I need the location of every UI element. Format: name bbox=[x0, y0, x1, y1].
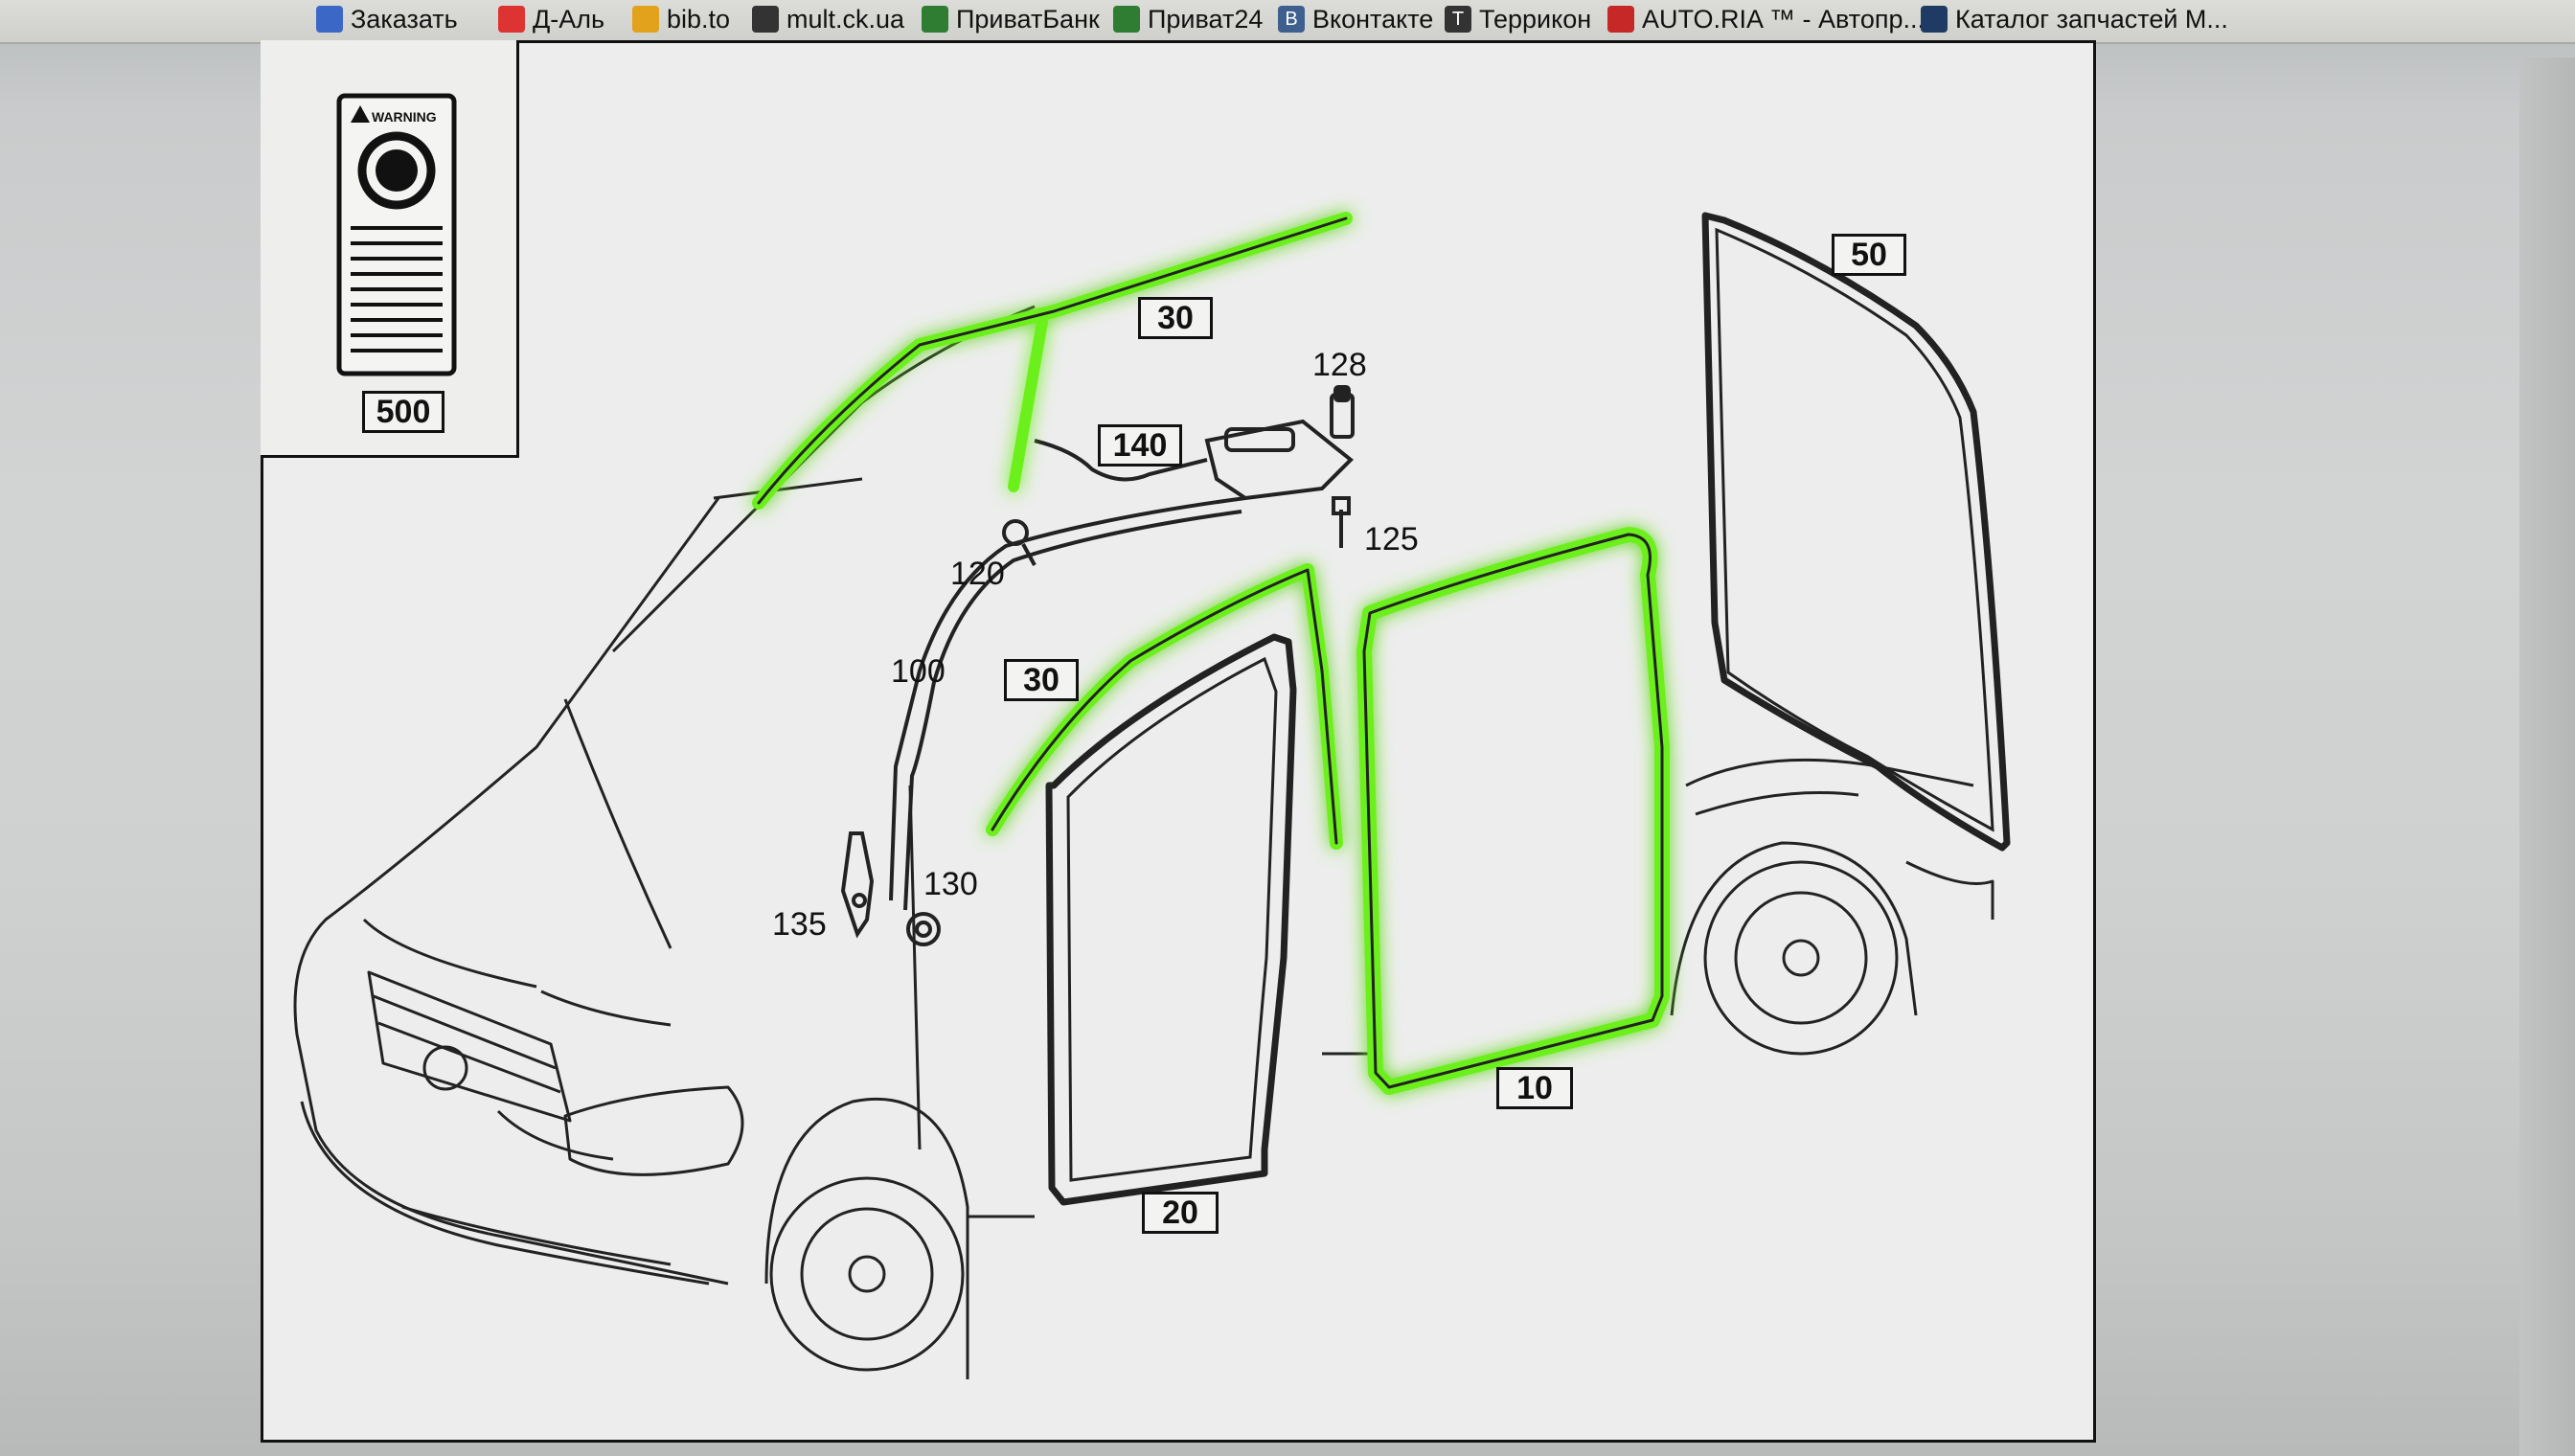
vk-icon: B bbox=[1278, 6, 1305, 33]
callout-50[interactable]: 50 bbox=[1832, 234, 1906, 276]
screen-margin bbox=[2519, 57, 2575, 1456]
terrikon-icon: T bbox=[1445, 6, 1471, 33]
bookmark-item[interactable]: mult.ck.ua bbox=[752, 0, 904, 38]
callout-label: 140 bbox=[1112, 426, 1168, 464]
callout-30-mid[interactable]: 30 bbox=[1004, 659, 1079, 701]
bookmark-icon bbox=[752, 6, 779, 33]
callout-label: 30 bbox=[1023, 661, 1060, 698]
bookmark-icon bbox=[316, 6, 343, 33]
roof-seal-30-top bbox=[752, 212, 1353, 510]
part-label-120[interactable]: 120 bbox=[950, 556, 1005, 592]
bookmark-label: Террикон bbox=[1479, 4, 1592, 34]
callout-label: 50 bbox=[1851, 236, 1887, 273]
bookmark-item[interactable]: bib.to bbox=[632, 0, 730, 38]
bookmark-label: bib.to bbox=[667, 4, 731, 34]
bookmark-label: AUTO.RIA ™ - Автопр... bbox=[1642, 4, 1926, 34]
privat24-icon bbox=[1113, 6, 1140, 33]
screw-120 bbox=[1002, 519, 1037, 566]
bookmark-label: ПриватБанк bbox=[956, 4, 1100, 34]
bookmark-label: Д-Аль bbox=[533, 4, 605, 34]
part-label-135[interactable]: 135 bbox=[772, 906, 827, 943]
sliding-door-seal-10 bbox=[1356, 527, 1670, 1095]
bookmark-item[interactable]: B Вконтакте bbox=[1278, 0, 1433, 38]
callout-20[interactable]: 20 bbox=[1142, 1192, 1219, 1234]
washer-pump-assembly bbox=[1204, 385, 1355, 548]
bookmark-item[interactable]: Д-Аль bbox=[498, 0, 604, 38]
bookmark-icon bbox=[498, 6, 525, 33]
highlighted-seals bbox=[752, 212, 1670, 1095]
bookmark-item[interactable]: AUTO.RIA ™ - Автопр... bbox=[1607, 0, 1925, 38]
tailgate-seal-50 bbox=[1701, 212, 2011, 852]
callout-label: 20 bbox=[1162, 1194, 1198, 1231]
privatbank-icon bbox=[922, 6, 948, 33]
van-outline bbox=[293, 305, 1994, 1379]
door-frame-seal-30 bbox=[986, 563, 1343, 850]
warning-sticker-icon bbox=[336, 93, 457, 376]
bookmark-item[interactable]: ПриватБанк bbox=[922, 0, 1100, 38]
callout-30-top[interactable]: 30 bbox=[1138, 297, 1213, 339]
bookmark-icon bbox=[632, 6, 659, 33]
callout-140[interactable]: 140 bbox=[1098, 424, 1182, 466]
bookmark-label: Приват24 bbox=[1148, 4, 1264, 34]
bookmarks-bar: Заказать Д-Аль bib.to mult.ck.ua ПриватБ… bbox=[0, 0, 2575, 44]
bookmark-label: Каталог запчастей М... bbox=[1955, 4, 2228, 34]
callout-label: 10 bbox=[1516, 1069, 1553, 1106]
callout-500[interactable]: 500 bbox=[362, 391, 444, 433]
bookmark-label: Заказать bbox=[351, 4, 458, 34]
callout-label: 30 bbox=[1157, 299, 1194, 336]
bookmark-item[interactable]: Приват24 bbox=[1113, 0, 1263, 38]
part-label-130[interactable]: 130 bbox=[923, 866, 978, 902]
bookmark-label: Вконтакте bbox=[1312, 4, 1434, 34]
bookmark-item[interactable]: Каталог запчастей М... bbox=[1921, 0, 2228, 38]
door-seal-20 bbox=[1045, 633, 1297, 1206]
part-label-125[interactable]: 125 bbox=[1364, 521, 1419, 557]
part-label-128[interactable]: 128 bbox=[1312, 347, 1367, 383]
catalog-icon bbox=[1921, 6, 1948, 33]
hinge-bracket-135 bbox=[840, 831, 875, 939]
bookmark-item[interactable]: Заказать bbox=[316, 0, 458, 38]
clip-130 bbox=[906, 912, 941, 946]
autoria-icon bbox=[1607, 6, 1634, 33]
bookmark-label: mult.ck.ua bbox=[786, 4, 905, 34]
part-label-100[interactable]: 100 bbox=[891, 653, 946, 690]
drain-hose bbox=[889, 439, 1246, 911]
callout-label: 500 bbox=[376, 393, 431, 430]
bookmark-item[interactable]: T Террикон bbox=[1445, 0, 1591, 38]
callout-10[interactable]: 10 bbox=[1496, 1067, 1573, 1109]
warning-text: WARNING bbox=[372, 109, 437, 125]
